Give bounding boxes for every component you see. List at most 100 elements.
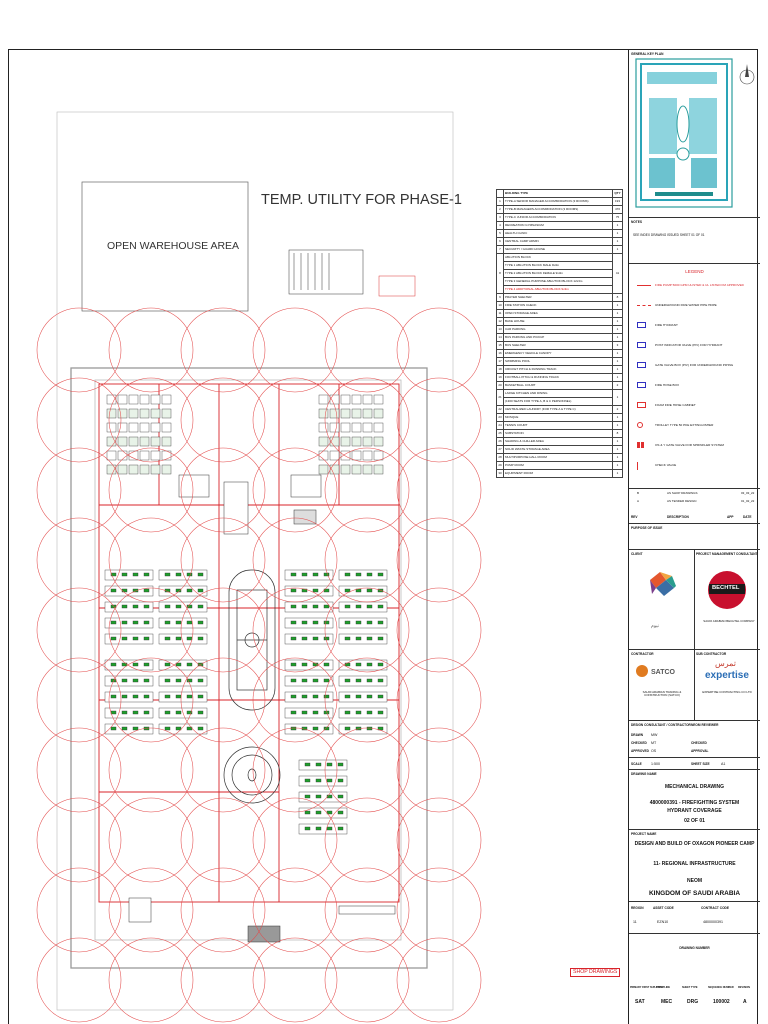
drawing-number-header: SHEET TYPE	[682, 986, 698, 989]
hydrant-coverage-circle	[396, 517, 482, 603]
row-number: 12	[496, 317, 504, 326]
country: KINGDOM OF SAUDI ARABIA	[648, 890, 741, 897]
hydrant-coverage-circle	[108, 587, 194, 673]
hydrant-coverage-circle	[108, 377, 194, 463]
hydrant-coverage-circle	[180, 517, 266, 603]
row-number: 27	[496, 445, 504, 454]
revision-rev: B	[637, 491, 640, 495]
building-qty: 193	[612, 197, 623, 206]
key-plan-box: GENERAL KEY PLAN	[629, 50, 760, 218]
legend-text: OS & Y GATE VALVE FOR SPRINKLER SYSTEM	[655, 443, 724, 447]
building-qty: 1	[612, 445, 623, 454]
asset-code-value: EZN10	[657, 920, 669, 924]
legend-symbol-icon	[637, 342, 646, 348]
project-owner: NEOM	[687, 878, 702, 884]
row-number: 13	[496, 325, 504, 334]
legend-text: POST INDICATOR VALVE (PIV) FOR HYDRANT	[655, 343, 723, 347]
table-sub-row: TYPE 3 GENERAL PURPOSE ABLUTION BLOCK 12…	[497, 277, 623, 286]
legend-symbol-icon	[637, 382, 646, 388]
building-qty: 8	[612, 293, 623, 302]
revision-desc: AS TENDER DESIGN	[667, 499, 697, 503]
building-qty: 1	[612, 437, 623, 446]
hydrant-coverage-circle	[36, 937, 122, 1023]
building-type: CENTRALIZED LAUNDRY (FOR TYPE A & TYPE C…	[503, 405, 613, 414]
building-type: PUMP ROOM	[503, 461, 613, 470]
legend-text: CHECK VALVE	[655, 463, 677, 467]
hydrant-coverage-circle	[324, 657, 410, 743]
satco-logo-icon	[636, 665, 648, 677]
legend-text: FIRE PUMP 5000 GPM ULISTED & UL LISTED F…	[655, 283, 744, 287]
row-number: 8	[496, 253, 504, 294]
hydrant-coverage-circle	[36, 797, 122, 883]
building-type: TYPE-B MANAGERS ACCOMMODATION (3 ROOMS)	[503, 205, 613, 214]
building-type: MOSQUE	[503, 413, 613, 422]
hydrant-coverage-circle	[324, 587, 410, 673]
legend-symbol-icon	[637, 442, 644, 448]
key-plan-label: GENERAL KEY PLAN	[631, 52, 664, 56]
checked-value: MT	[651, 741, 657, 745]
building-type: EMERGENCY VEHICLE CANOPY	[503, 349, 613, 358]
region-label: REGION	[631, 906, 644, 910]
building-qty: 1	[612, 357, 623, 366]
row-number: 20	[496, 381, 504, 390]
building-type: FIRE STATION CHECK	[503, 301, 613, 310]
hydrant-coverage-circle	[108, 517, 194, 603]
hydrant-coverage-circle	[252, 307, 338, 393]
legend-item: GATE VALVE BOX (PIV) FOR UNDERGROUND PIP…	[633, 360, 759, 371]
row-number: 3	[496, 213, 504, 222]
legend-text: UNDERGROUND FIRE WATER PIPE HDPE	[655, 303, 717, 307]
building-subtype: TYPE 2 ABLUTION BLOCK FEMALE 9x3m	[503, 269, 613, 278]
row-number: 25	[496, 429, 504, 438]
building-type: HEALTH CLINIC	[503, 229, 613, 238]
hydrant-coverage-circle	[396, 867, 482, 953]
project-box: PROJECT NAME DESIGN AND BUILD OF OXAGON …	[629, 830, 760, 902]
sheet-size-label: SHEET SIZE	[691, 762, 710, 766]
building-qty: 1	[612, 317, 623, 326]
building-type: ABLUTION BLOCK	[503, 253, 613, 262]
legend-text: FIRE HOSE BOX	[655, 383, 680, 387]
building-qty: 1	[612, 245, 623, 254]
hydrant-coverage-circle	[108, 937, 194, 1023]
legend-item: UNDERGROUND FIRE WATER PIPE HDPE	[633, 300, 759, 311]
row-number: 21	[496, 389, 504, 406]
table-header-qty: QTY	[612, 189, 623, 198]
approved-label: APPROVED	[631, 749, 649, 753]
row-number: 28	[496, 453, 504, 462]
table-sub-row: (1300 SEATS FOR TYPE A, B & C PERSONNEL)	[497, 397, 623, 406]
row-number: 18	[496, 365, 504, 374]
building-qty: 8	[612, 429, 623, 438]
sports-area	[223, 569, 281, 804]
hydrant-coverage-circle	[180, 307, 266, 393]
building-type: RECREATION GYMNASIUM	[503, 221, 613, 230]
row-number: 19	[496, 373, 504, 382]
hydrant-coverage-circle	[108, 797, 194, 883]
contractor-label: CONTRACTOR	[631, 652, 654, 656]
building-subtype: TYPE 4 ADDITIONAL ABLUTION BLOCK 9x3m	[503, 285, 613, 294]
row-number: 2	[496, 205, 504, 214]
row-number: 17	[496, 357, 504, 366]
hydrant-coverage-circle	[108, 307, 194, 393]
building-type: OPEN STORAGE AREA	[503, 309, 613, 318]
revision-rev: A	[637, 499, 640, 503]
hydrant-coverage-circle	[396, 307, 482, 393]
hydrant-coverage-circle	[324, 447, 410, 533]
hydrant-coverage-circle	[324, 937, 410, 1023]
building-qty: 2	[612, 381, 623, 390]
site-plan-drawing	[36, 111, 482, 1023]
building-qty: 1	[612, 461, 623, 470]
legend-symbol-icon	[637, 422, 643, 428]
building-type: SOLID WASTE STORAGE AREA	[503, 445, 613, 454]
